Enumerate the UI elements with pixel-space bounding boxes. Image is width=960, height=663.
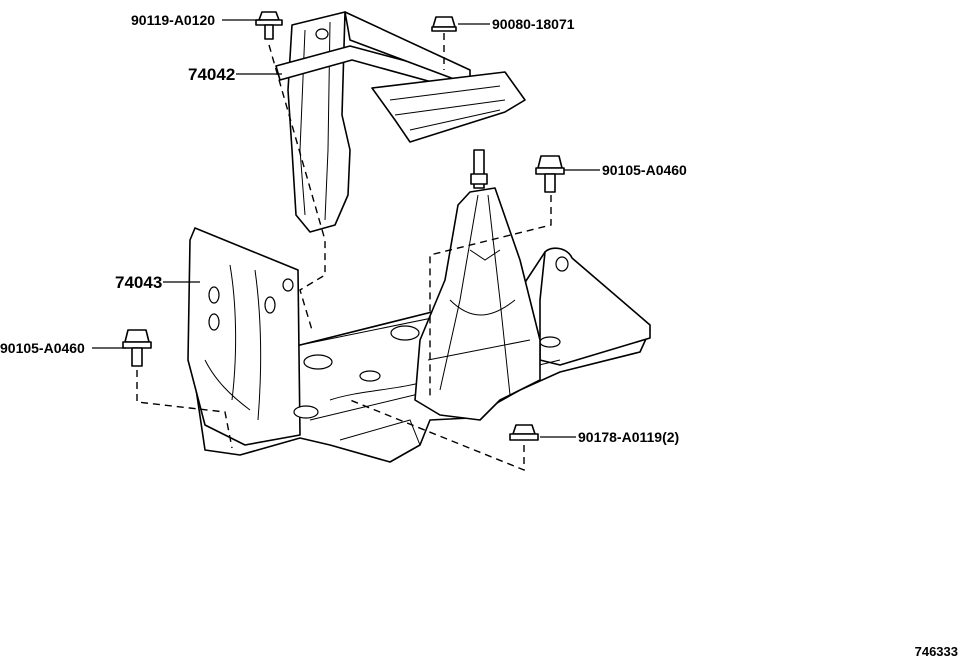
bolt-90119-a0120[interactable] xyxy=(255,11,283,40)
battery-hold-down-stay[interactable] xyxy=(414,149,541,421)
callout-74042: 74042 xyxy=(188,65,235,84)
callout-90119-a0120: 90119-A0120 xyxy=(131,12,215,28)
callout-90105-a0460-right: 90105-A0460 xyxy=(602,162,687,178)
clip-90080-18071[interactable] xyxy=(431,16,457,32)
callout-90105-a0460-left: 90105-A0460 xyxy=(0,340,85,356)
callout-90178-a0119: 90178-A0119(2) xyxy=(578,429,679,445)
leader-lines xyxy=(92,19,600,438)
hex-flange-bolt-icon xyxy=(122,329,152,367)
installation-lines xyxy=(136,33,552,472)
callout-74043: 74043 xyxy=(115,273,162,292)
figure-number: 746333 xyxy=(915,644,958,659)
hex-flange-bolt-icon xyxy=(255,11,283,40)
bolt-90105-a0460-right[interactable] xyxy=(535,155,565,193)
callout-90080-18071: 90080-18071 xyxy=(492,16,575,32)
clip-icon xyxy=(431,16,457,32)
bolt-90105-a0460-left[interactable] xyxy=(122,329,152,367)
hex-flange-nut-icon xyxy=(509,424,539,441)
nut-90178-a0119[interactable] xyxy=(509,424,539,441)
hex-flange-bolt-icon xyxy=(535,155,565,193)
battery-hold-down-bracket-74042[interactable] xyxy=(275,11,526,233)
